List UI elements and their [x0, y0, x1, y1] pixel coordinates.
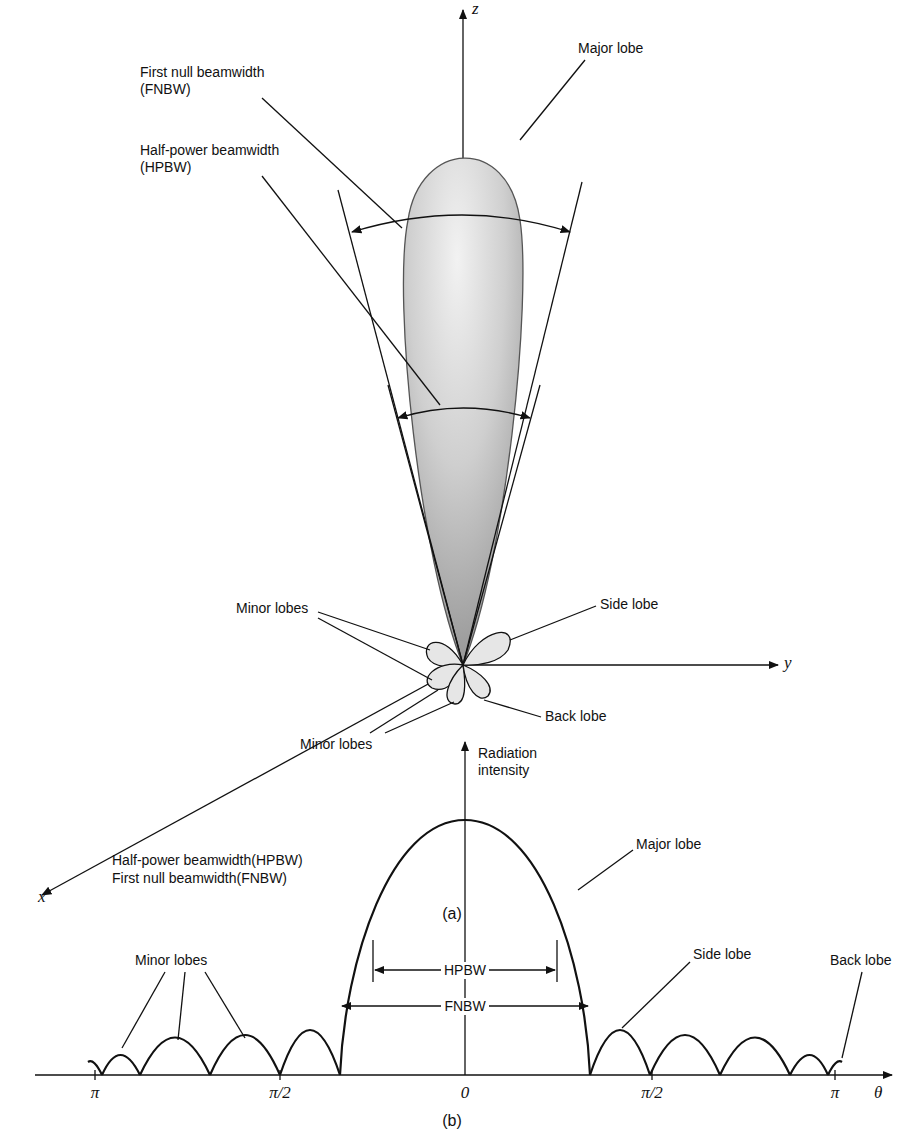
leader-line [484, 700, 541, 717]
axis-label: Radiation intensity [478, 745, 568, 779]
leader-line [178, 972, 185, 1040]
y-axis [463, 664, 778, 665]
axis-label: x [38, 888, 46, 905]
hpbw-marker [372, 940, 373, 982]
legend-note: First null beamwidth(FNBW) [112, 870, 287, 887]
hpbw-arc [398, 408, 530, 418]
tick-label: π/2 [641, 1084, 663, 1101]
panel-label: (b) [442, 1112, 462, 1129]
leader-line [318, 612, 430, 650]
axis-label: y [784, 654, 792, 671]
leader-line [510, 606, 596, 640]
leader-line [520, 60, 585, 140]
tick-label: 0 [461, 1084, 470, 1101]
minor-lobe [447, 665, 465, 704]
fnbw-arc [352, 215, 570, 232]
leader-line [262, 98, 402, 228]
beamwidth-label: FNBW [441, 998, 488, 1015]
beamwidth-label: First null beamwidth (FNBW) [140, 64, 280, 98]
leader-line [122, 972, 165, 1048]
leader-line [318, 618, 432, 680]
lobe-label: Back lobe [830, 952, 891, 969]
lobe-label: Minor lobes [135, 952, 207, 969]
tick-label: π [91, 1084, 100, 1101]
lobe-label: Minor lobes [236, 600, 308, 617]
lobe-label: Side lobe [600, 596, 658, 613]
lobe-label: Major lobe [636, 836, 701, 853]
leader-line [622, 962, 690, 1028]
lobe-label: Major lobe [578, 40, 643, 57]
legend-note: Half-power beamwidth(HPBW) [112, 852, 303, 869]
axis-label: z [472, 0, 479, 17]
theta-axis [35, 1074, 892, 1075]
hpbw-marker [556, 940, 557, 982]
hpbw-line [463, 385, 540, 665]
leader-line [578, 850, 633, 890]
major-lobe-curve [340, 820, 590, 1075]
axis-label: θ [874, 1084, 882, 1101]
lobe-label: Back lobe [545, 708, 606, 725]
hpbw-line [388, 385, 463, 665]
leader-line [842, 972, 862, 1058]
leader-line [370, 690, 438, 733]
panel-label: (a) [442, 905, 462, 922]
side-lobe [463, 632, 510, 665]
leader-line [385, 702, 454, 733]
minor-lobe [426, 642, 463, 666]
tick-label: π/2 [269, 1084, 291, 1101]
lobe-label: Side lobe [693, 946, 751, 963]
fnbw-line [338, 190, 463, 665]
lobe-label: Minor lobes [300, 736, 372, 753]
leader-line [262, 176, 440, 405]
beamwidth-label: Half-power beamwidth (HPBW) [140, 142, 280, 176]
intensity-axis [464, 742, 465, 1075]
beamwidth-label: HPBW [441, 962, 489, 979]
axis-ticks [95, 1070, 835, 1080]
back-lobe [463, 665, 490, 698]
fnbw-line [463, 182, 582, 665]
minor-lobe-curves [88, 1030, 842, 1075]
leader-line [205, 972, 245, 1038]
tick-label: π [831, 1084, 840, 1101]
